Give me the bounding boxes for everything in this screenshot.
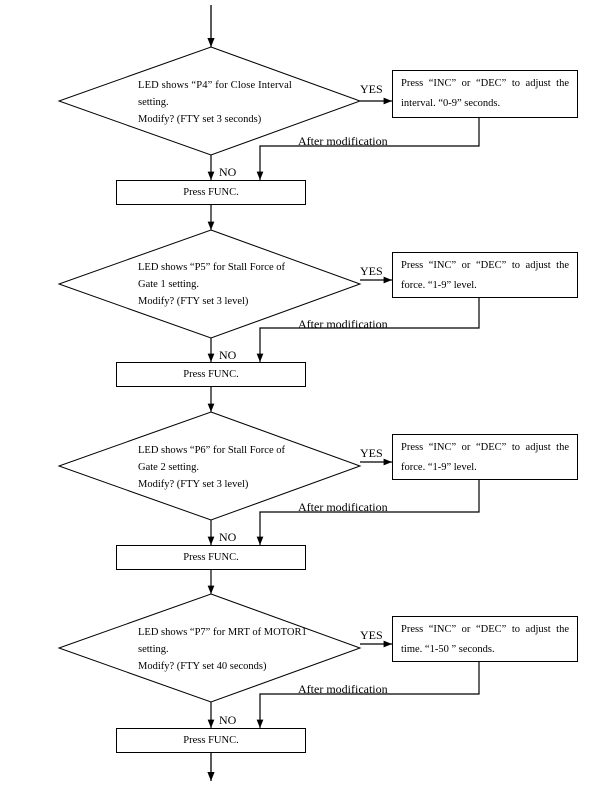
- decision-line: Modify? (FTY set 3 level): [138, 479, 249, 490]
- action-box: Press “INC” or “DEC” to adjust the inter…: [392, 70, 578, 118]
- action-line: Press “INC” or “DEC” to adjust the: [401, 624, 569, 635]
- press-func-box: Press FUNC.: [116, 362, 306, 387]
- after-modification-arrow: [256, 661, 480, 728]
- action-line: Press “INC” or “DEC” to adjust the: [401, 78, 569, 89]
- action-line: force. “1-9” level.: [401, 462, 477, 473]
- decision-line: setting.: [138, 644, 169, 655]
- decision-line: LED shows “P5” for Stall Force of: [138, 262, 285, 273]
- decision-line: LED shows “P6” for Stall Force of: [138, 445, 285, 456]
- after-modification-label: After modification: [298, 317, 388, 331]
- decision-text: LED shows “P7” for MRT of MOTOR1 setting…: [138, 624, 307, 675]
- decision-line: Gate 1 setting.: [138, 279, 199, 290]
- action-box: Press “INC” or “DEC” to adjust the time.…: [392, 616, 578, 662]
- action-line: interval. “0-9” seconds.: [401, 98, 501, 109]
- after-modification-arrow: [256, 118, 480, 180]
- decision-text: LED shows “P4” for Close Interval settin…: [138, 77, 292, 128]
- press-func-label: Press FUNC.: [183, 735, 239, 746]
- after-modification-label: After modification: [298, 682, 388, 696]
- decision-line: Modify? (FTY set 40 seconds): [138, 661, 267, 672]
- action-line: Press “INC” or “DEC” to adjust the: [401, 442, 569, 453]
- press-func-box: Press FUNC.: [116, 728, 306, 753]
- no-label: NO: [219, 713, 237, 727]
- action-box: Press “INC” or “DEC” to adjust the force…: [392, 434, 578, 480]
- no-label: NO: [219, 348, 237, 362]
- no-label: NO: [219, 530, 237, 544]
- decision-line: Modify? (FTY set 3 seconds): [138, 114, 262, 125]
- action-box: Press “INC” or “DEC” to adjust the force…: [392, 252, 578, 298]
- no-label: NO: [219, 165, 237, 179]
- after-modification-arrow: [256, 479, 480, 545]
- decision-line: LED shows “P4” for Close Interval: [138, 80, 292, 91]
- decision-line: setting.: [138, 97, 169, 108]
- decision-line: LED shows “P7” for MRT of MOTOR1: [138, 627, 307, 638]
- decision-line: Modify? (FTY set 3 level): [138, 296, 249, 307]
- press-func-label: Press FUNC.: [183, 552, 239, 563]
- action-line: time. “1-50 ” seconds.: [401, 644, 495, 655]
- after-modification-arrow: [256, 297, 480, 362]
- press-func-box: Press FUNC.: [116, 545, 306, 570]
- press-func-label: Press FUNC.: [183, 369, 239, 380]
- yes-label: YES: [360, 82, 383, 96]
- after-modification-label: After modification: [298, 500, 388, 514]
- decision-text: LED shows “P5” for Stall Force of Gate 1…: [138, 259, 285, 310]
- press-func-box: Press FUNC.: [116, 180, 306, 205]
- press-func-label: Press FUNC.: [183, 187, 239, 198]
- decision-text: LED shows “P6” for Stall Force of Gate 2…: [138, 442, 285, 493]
- action-line: Press “INC” or “DEC” to adjust the: [401, 260, 569, 271]
- yes-label: YES: [360, 628, 383, 642]
- action-line: force. “1-9” level.: [401, 280, 477, 291]
- yes-label: YES: [360, 446, 383, 460]
- yes-label: YES: [360, 264, 383, 278]
- after-modification-label: After modification: [298, 134, 388, 148]
- decision-line: Gate 2 setting.: [138, 462, 199, 473]
